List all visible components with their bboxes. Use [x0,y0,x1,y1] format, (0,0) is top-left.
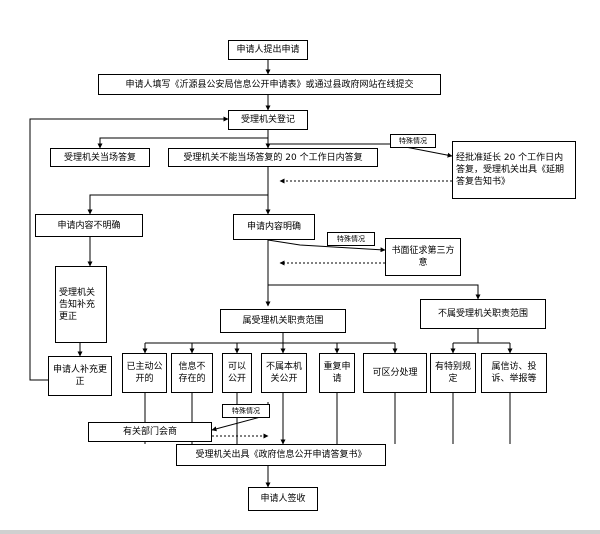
special-case-note-1: 特殊情况 [390,134,436,148]
already-public-node: 已主动公开的 [122,353,167,393]
fill-form-node: 申请人填写《沂源县公安局信息公开申请表》或通过县政府网站在线提交 [98,74,441,95]
signed-node: 申请人签收 [248,487,318,511]
apply-node: 申请人提出申请 [228,40,308,60]
partial-disclose-node: 可区分处理 [363,353,427,393]
reply-on-spot-node: 受理机关当场答复 [50,148,150,167]
special-case-note-2: 特殊情况 [327,232,375,246]
notify-supplement-node: 受理机关告知补充更正 [55,266,107,343]
in-scope-node: 属受理机关职责范围 [220,309,346,333]
reply-20-days-node: 受理机关不能当场答复的 20 个工作日内答复 [168,148,378,167]
third-party-node: 书面征求第三方意 [385,238,461,276]
register-node: 受理机关登记 [228,110,308,130]
bottom-edge-bar [0,530,600,534]
special-case-note-3: 特殊情况 [222,404,270,418]
repeat-apply-node: 重复申请 [319,353,355,393]
out-of-scope-node: 不属受理机关职责范围 [420,299,546,329]
content-unclear-node: 申请内容不明确 [35,214,143,237]
not-disclose-node: 不属本机关公开 [261,353,307,393]
petition-node: 属信访、投诉、举报等 [481,353,547,393]
special-provision-node: 有特别规定 [430,353,476,393]
applicant-correct-node: 申请人补充更正 [48,356,112,396]
issue-reply-node: 受理机关出具《政府信息公开申请答复书》 [176,444,386,466]
content-clear-node: 申请内容明确 [233,214,315,240]
dept-consult-node: 有关部门会商 [88,422,212,442]
extension-node: 经批准延长 20 个工作日内答复，受理机关出具《延期答复告知书》 [452,141,576,199]
info-not-exist-node: 信息不存在的 [171,353,213,393]
can-disclose-node: 可以公开 [222,353,252,393]
